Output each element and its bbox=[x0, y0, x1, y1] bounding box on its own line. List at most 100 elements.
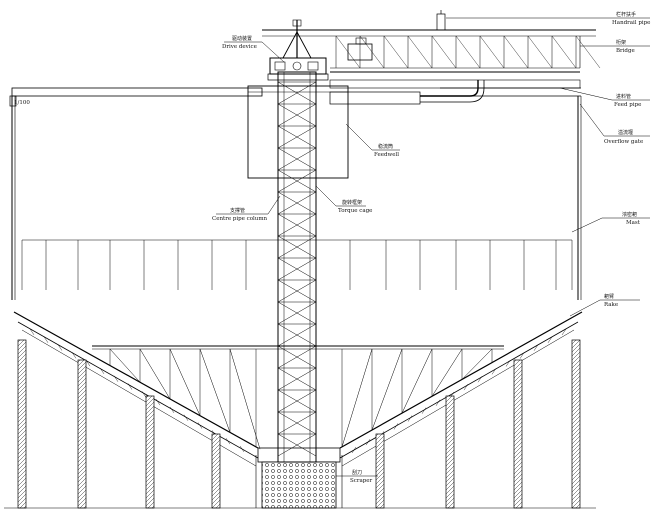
bridge-diagonal bbox=[383, 35, 409, 69]
rake-diagonal bbox=[461, 348, 493, 380]
scraper-blade bbox=[57, 344, 63, 351]
scraper-blade bbox=[197, 422, 203, 429]
lattice-brace bbox=[277, 411, 317, 435]
support-column bbox=[571, 339, 581, 509]
bridge-diagonal bbox=[479, 35, 505, 69]
torque-cage-label: Torque cage bbox=[338, 208, 372, 214]
torque-cage-label-cn: 旋转框架 bbox=[342, 199, 362, 206]
lattice-brace bbox=[277, 345, 317, 369]
rake-diagonal bbox=[341, 348, 373, 447]
mast-rods-left bbox=[21, 240, 247, 290]
scraper-blade bbox=[351, 446, 357, 454]
lattice-brace bbox=[277, 169, 317, 193]
feed-pipe-label: Feed pipe bbox=[614, 102, 641, 108]
lattice-brace bbox=[277, 191, 317, 215]
lattice-brace bbox=[277, 433, 317, 457]
cone-bottom bbox=[13, 311, 583, 509]
rake-diagonal bbox=[431, 348, 463, 397]
leader-lines bbox=[216, 17, 650, 477]
scraper-blade bbox=[141, 391, 147, 398]
overflow-gate-label-cn: 溢流堰 bbox=[618, 129, 633, 136]
rake-label: Rake bbox=[604, 302, 618, 308]
rake-diagonal bbox=[401, 348, 433, 414]
bridge-diagonal bbox=[551, 35, 577, 69]
support-column bbox=[445, 395, 455, 509]
bridge-diagonal bbox=[407, 35, 433, 69]
support-column bbox=[211, 433, 221, 509]
overflow-gate-label: Overflow gate bbox=[604, 139, 643, 145]
handrail-pipe-label-cn: 栏杆扶手 bbox=[616, 11, 636, 18]
scraper-blade bbox=[561, 328, 567, 336]
lattice-brace bbox=[277, 235, 317, 259]
lattice-brace bbox=[277, 103, 317, 127]
support-column bbox=[77, 359, 87, 509]
support-column bbox=[145, 395, 155, 509]
bridge-diagonal bbox=[527, 35, 553, 69]
scraper-blade bbox=[491, 368, 497, 375]
scraper-blade bbox=[85, 360, 91, 367]
scraper-blade bbox=[477, 376, 483, 383]
torque-cage-lattice bbox=[277, 81, 317, 457]
scraper-blade bbox=[113, 375, 119, 382]
scraper-blade bbox=[547, 336, 553, 343]
feedwell-label-cn: 稳流筒 bbox=[378, 143, 393, 150]
mast-label-cn: 浓密耙 bbox=[622, 211, 637, 218]
bridge bbox=[262, 10, 601, 105]
bridge-diagonal bbox=[455, 35, 481, 69]
bridge-truss bbox=[335, 35, 601, 69]
support-column bbox=[17, 339, 27, 509]
bridge-diagonal bbox=[575, 35, 601, 69]
rake-diagonal bbox=[199, 348, 231, 433]
scraper-blade bbox=[435, 399, 441, 406]
scraper-blade bbox=[365, 439, 371, 446]
rake-diagonal bbox=[109, 348, 141, 383]
support-column bbox=[513, 359, 523, 509]
scraper-blade bbox=[71, 352, 77, 359]
scraper-blade bbox=[533, 344, 539, 351]
feed-pipe-label-cn: 进料管 bbox=[616, 93, 631, 100]
scraper-blade bbox=[43, 336, 49, 343]
lattice-brace bbox=[277, 125, 317, 149]
centre-pipe-column bbox=[277, 71, 317, 463]
lattice-brace bbox=[277, 279, 317, 303]
rake-diagonal bbox=[139, 348, 171, 400]
scraper-blade bbox=[393, 423, 399, 430]
bridge-diagonal bbox=[431, 35, 457, 69]
scraper-blade bbox=[99, 367, 105, 375]
scraper-blade bbox=[421, 407, 427, 414]
rake-diagonal bbox=[169, 348, 201, 416]
lattice-brace bbox=[277, 323, 317, 347]
callout-labels: 栏杆扶手 Handrail pipe 桁架 Bridge 进料管 Feed pi… bbox=[14, 11, 650, 484]
centre-pipe-column-label-cn: 支撑管 bbox=[230, 207, 245, 214]
rake-diagonal bbox=[229, 348, 261, 450]
scraper-blade bbox=[407, 415, 413, 422]
support-columns bbox=[4, 339, 596, 509]
scraper-blade bbox=[225, 438, 231, 445]
scraper-blade bbox=[127, 383, 133, 390]
bridge-diagonal bbox=[503, 35, 529, 69]
feedwell-label: Feedwell bbox=[374, 152, 399, 158]
lattice-brace bbox=[277, 213, 317, 237]
scraper-label: Scraper bbox=[350, 478, 373, 484]
mast-label: Mast bbox=[626, 220, 641, 226]
handrail-pipe-label: Handrail pipe bbox=[612, 20, 650, 26]
scraper-blade bbox=[463, 383, 469, 391]
scraper-blade bbox=[239, 445, 245, 453]
bridge-label: Bridge bbox=[616, 48, 635, 54]
drive-device-label-cn: 驱动装置 bbox=[232, 35, 252, 42]
mast-rods-right bbox=[349, 240, 573, 290]
rake-truss bbox=[29, 328, 567, 454]
lattice-brace bbox=[277, 81, 317, 105]
centre-pipe-column-label: Centre pipe column bbox=[212, 216, 268, 222]
lattice-brace bbox=[277, 367, 317, 391]
scraper-blade bbox=[183, 414, 189, 421]
support-column bbox=[375, 433, 385, 509]
sump-concrete bbox=[261, 461, 337, 509]
drive-device bbox=[267, 19, 329, 81]
lattice-brace bbox=[277, 389, 317, 413]
rake-diagonal bbox=[371, 348, 403, 431]
scraper-blade bbox=[505, 360, 511, 367]
lattice-brace bbox=[277, 301, 317, 325]
